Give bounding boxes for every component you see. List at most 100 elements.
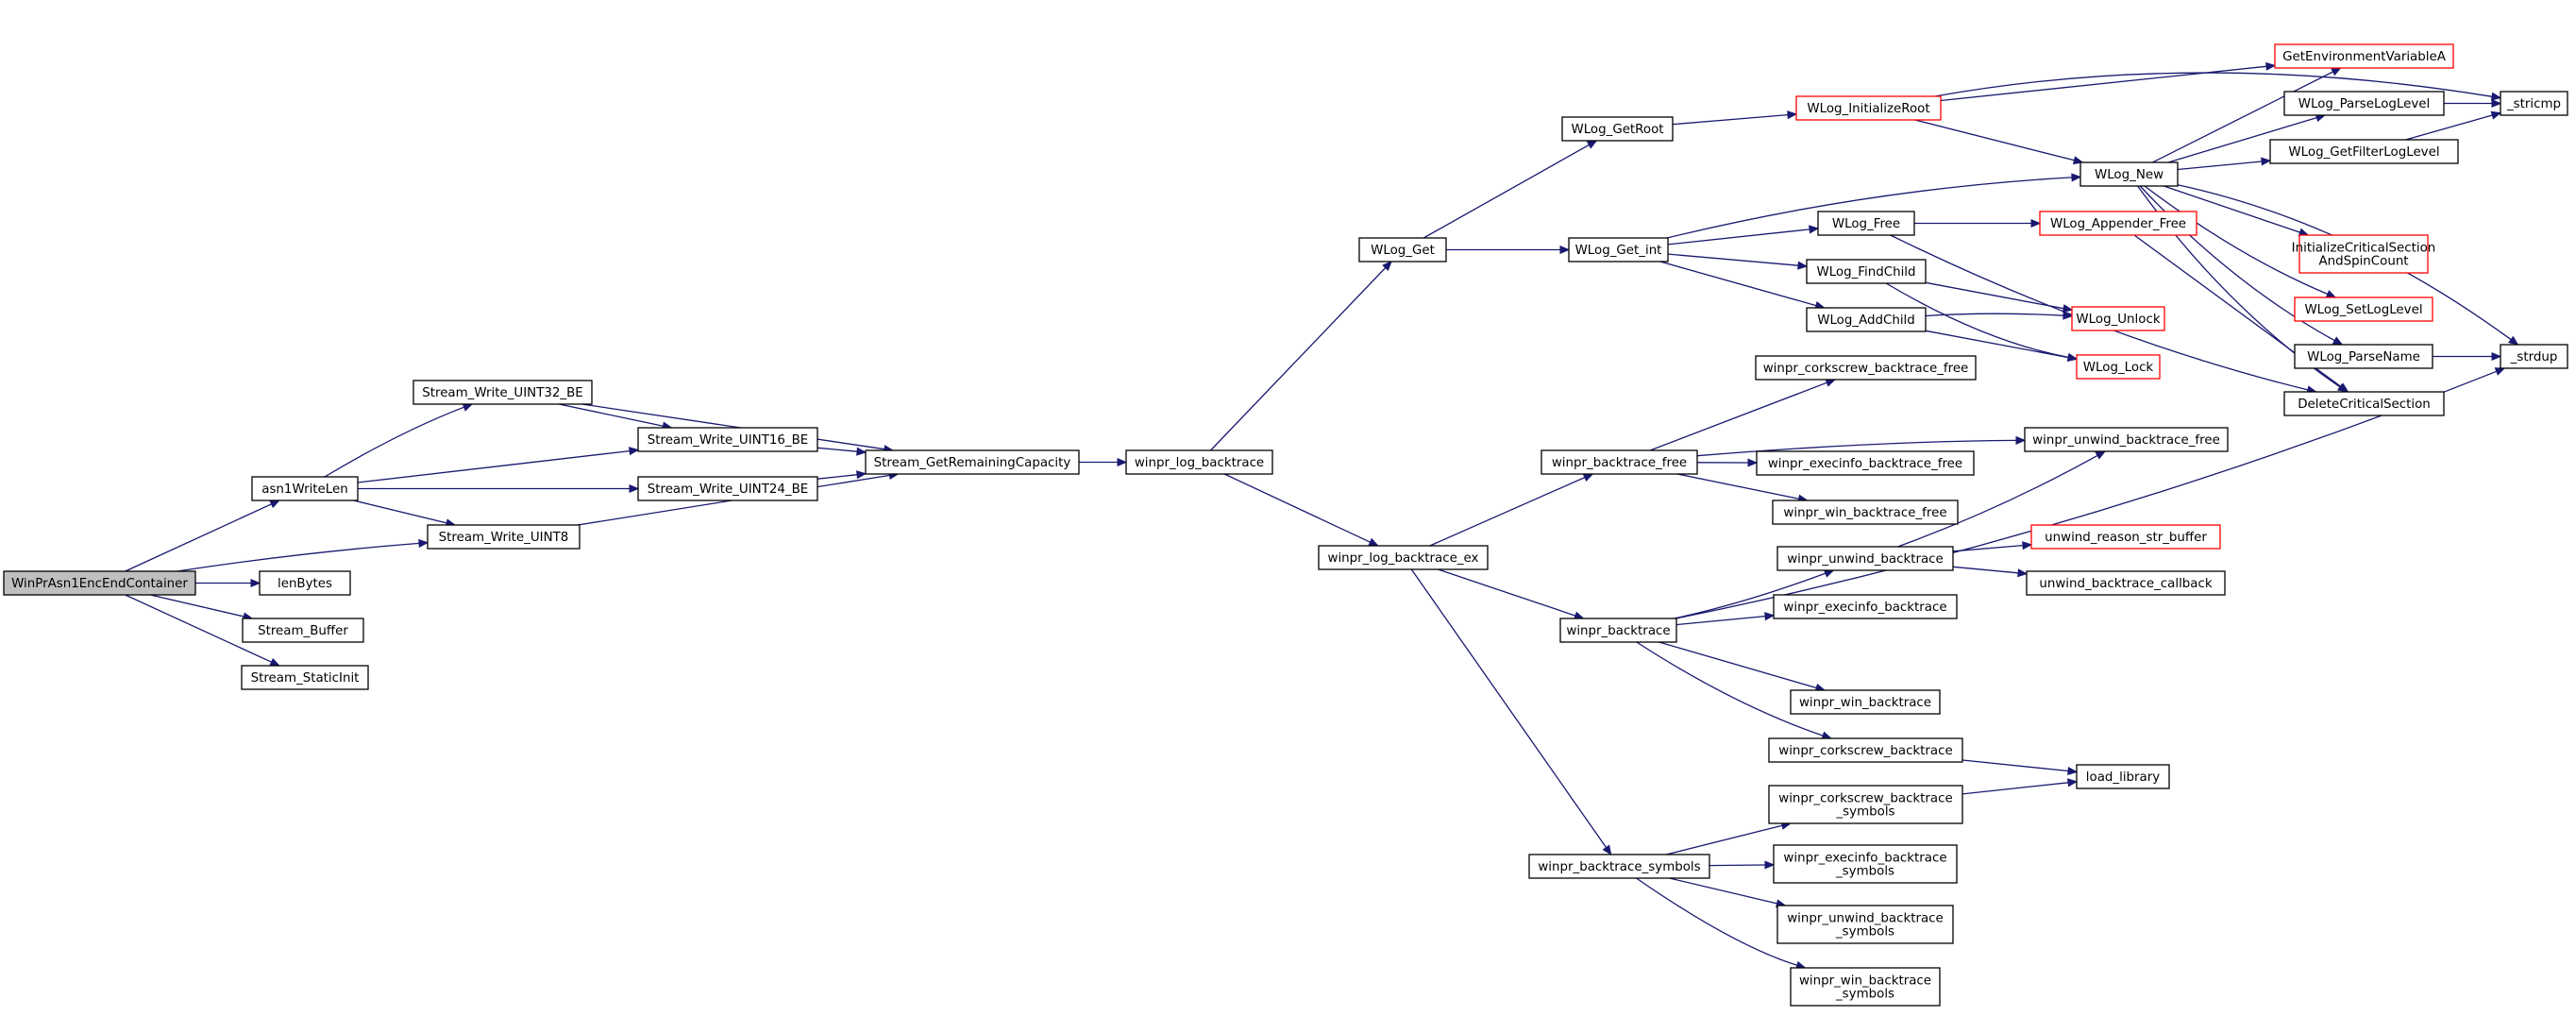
node-box[interactable] [1790, 967, 1941, 1007]
function-node-wlog-get-filter-log-level[interactable]: WLog_GetFilterLogLevel [2269, 139, 2459, 164]
node-box[interactable] [1125, 449, 1273, 475]
function-node-winpr-unwind-backtrace-free[interactable]: winpr_unwind_backtrace_free [2024, 427, 2229, 452]
node-box[interactable] [2500, 91, 2568, 116]
function-node-strdup[interactable]: _strdup [2500, 344, 2568, 369]
function-node-wlog-set-log-level[interactable]: WLog_SetLogLevel [2294, 296, 2433, 322]
node-box[interactable] [2294, 296, 2433, 322]
function-node-stream-get-remaining-capacity[interactable]: Stream_GetRemainingCapacity [865, 449, 1080, 475]
node-box[interactable] [1568, 237, 1669, 262]
node-box[interactable] [1773, 594, 1958, 619]
node-box[interactable] [2039, 211, 2197, 236]
function-node-wlog-new[interactable]: WLog_New [2079, 161, 2179, 187]
node-box[interactable] [1795, 95, 1942, 121]
node-box[interactable] [427, 524, 581, 550]
node-box[interactable] [2500, 344, 2568, 369]
node-box[interactable] [1776, 546, 1954, 571]
function-node-winpr-corkscrew-backtrace[interactable]: winpr_corkscrew_backtrace [1768, 737, 1963, 763]
node-box[interactable] [1528, 854, 1710, 879]
function-node-winpr-execinfo-backtrace[interactable]: winpr_execinfo_backtrace [1773, 594, 1958, 619]
function-node-wlog-free[interactable]: WLog_Free [1817, 211, 1915, 236]
node-box[interactable] [3, 570, 196, 596]
node-box[interactable] [1318, 545, 1489, 570]
function-node-wlog-unlock[interactable]: WLog_Unlock [2071, 306, 2165, 331]
function-node-delete-critical-section[interactable]: DeleteCriticalSection [2283, 391, 2445, 416]
node-box[interactable] [412, 380, 593, 405]
node-box[interactable] [2298, 234, 2429, 274]
node-box[interactable] [1561, 116, 1674, 142]
function-node-stricmp[interactable]: _stricmp [2500, 91, 2568, 116]
function-node-wlog-get[interactable]: WLog_Get [1358, 237, 1447, 262]
node-box[interactable] [1776, 905, 1954, 944]
function-node-winpr-win-backtrace[interactable]: winpr_win_backtrace [1790, 689, 1941, 715]
node-box[interactable] [251, 476, 359, 501]
node-box[interactable] [637, 427, 818, 452]
node-box[interactable] [865, 449, 1080, 475]
node-box[interactable] [1773, 844, 1958, 884]
node-box[interactable] [1358, 237, 1447, 262]
function-node-stream-write-uint16-be[interactable]: Stream_Write_UINT16_BE [637, 427, 818, 452]
function-node-len-bytes[interactable]: lenBytes [259, 570, 351, 596]
function-node-winpr-execinfo-backtrace-free[interactable]: winpr_execinfo_backtrace_free [1756, 450, 1975, 476]
function-node-winpr-corkscrew-backtrace-symbols[interactable]: winpr_corkscrew_backtrace_symbols [1768, 785, 1963, 824]
node-box[interactable] [2071, 306, 2165, 331]
function-node-wlog-get-root[interactable]: WLog_GetRoot [1561, 116, 1674, 142]
node-box[interactable] [1790, 689, 1941, 715]
node-box[interactable] [2269, 139, 2459, 164]
node-box[interactable] [1806, 307, 1927, 332]
node-box[interactable] [2274, 43, 2454, 69]
node-box[interactable] [2283, 391, 2445, 416]
function-node-wlog-add-child[interactable]: WLog_AddChild [1806, 307, 1927, 332]
function-node-winpr-unwind-backtrace-symbols[interactable]: winpr_unwind_backtrace_symbols [1776, 905, 1954, 944]
function-node-winpr-log-backtrace-ex[interactable]: winpr_log_backtrace_ex [1318, 545, 1489, 570]
function-node-wlog-parse-log-level[interactable]: WLog_ParseLogLevel [2283, 91, 2445, 116]
node-box[interactable] [1817, 211, 1915, 236]
function-node-winpr-corkscrew-backtrace-free[interactable]: winpr_corkscrew_backtrace_free [1755, 355, 1977, 381]
function-node-stream-buffer[interactable]: Stream_Buffer [242, 618, 364, 643]
function-node-winpr-win-backtrace-symbols[interactable]: winpr_win_backtrace_symbols [1790, 967, 1941, 1007]
function-node-winpr-backtrace[interactable]: winpr_backtrace [1559, 618, 1677, 643]
function-node-stream-static-init[interactable]: Stream_StaticInit [241, 665, 369, 690]
function-node-winpr-backtrace-free[interactable]: winpr_backtrace_free [1541, 449, 1698, 475]
function-node-unwind-backtrace-callback[interactable]: unwind_backtrace_callback [2026, 570, 2226, 596]
node-box[interactable] [1768, 737, 1963, 763]
node-box[interactable] [1755, 355, 1977, 381]
function-node-winpr-unwind-backtrace[interactable]: winpr_unwind_backtrace [1776, 546, 1954, 571]
function-node-get-environment-variable-a[interactable]: GetEnvironmentVariableA [2274, 43, 2454, 69]
node-box[interactable] [1541, 449, 1698, 475]
function-node-stream-write-uint24-be[interactable]: Stream_Write_UINT24_BE [637, 476, 818, 501]
function-node-winpr-execinfo-backtrace-symbols[interactable]: winpr_execinfo_backtrace_symbols [1773, 844, 1958, 884]
node-box[interactable] [2076, 764, 2170, 789]
function-node-wlog-appender-free[interactable]: WLog_Appender_Free [2039, 211, 2197, 236]
function-node-winpr-asn1-enc-end-container[interactable]: WinPrAsn1EncEndContainer [3, 570, 196, 596]
node-box[interactable] [1559, 618, 1677, 643]
function-node-asn1-write-len[interactable]: asn1WriteLen [251, 476, 359, 501]
function-node-wlog-get-int[interactable]: WLog_Get_int [1568, 237, 1669, 262]
node-box[interactable] [2079, 161, 2179, 187]
node-box[interactable] [1756, 450, 1975, 476]
node-box[interactable] [2024, 427, 2229, 452]
function-node-wlog-lock[interactable]: WLog_Lock [2076, 354, 2161, 380]
node-box[interactable] [241, 665, 369, 690]
function-node-unwind-reason-str-buffer[interactable]: unwind_reason_str_buffer [2030, 524, 2221, 550]
function-node-wlog-parse-name[interactable]: WLog_ParseName [2294, 344, 2433, 369]
node-box[interactable] [242, 618, 364, 643]
node-box[interactable] [637, 476, 818, 501]
node-box[interactable] [2283, 91, 2445, 116]
node-box[interactable] [2294, 344, 2433, 369]
node-box[interactable] [259, 570, 351, 596]
function-node-stream-write-uint32-be[interactable]: Stream_Write_UINT32_BE [412, 380, 593, 405]
node-box[interactable] [2030, 524, 2221, 550]
node-box[interactable] [1806, 259, 1927, 284]
node-box[interactable] [2026, 570, 2226, 596]
function-node-wlog-find-child[interactable]: WLog_FindChild [1806, 259, 1927, 284]
function-node-stream-write-uint8[interactable]: Stream_Write_UINT8 [427, 524, 581, 550]
node-box[interactable] [1772, 500, 1959, 525]
function-node-wlog-initialize-root[interactable]: WLog_InitializeRoot [1795, 95, 1942, 121]
function-node-load-library[interactable]: load_library [2076, 764, 2170, 789]
function-node-winpr-backtrace-symbols[interactable]: winpr_backtrace_symbols [1528, 854, 1710, 879]
function-node-winpr-win-backtrace-free[interactable]: winpr_win_backtrace_free [1772, 500, 1959, 525]
function-node-winpr-log-backtrace[interactable]: winpr_log_backtrace [1125, 449, 1273, 475]
node-box[interactable] [2076, 354, 2161, 380]
node-box[interactable] [1768, 785, 1963, 824]
